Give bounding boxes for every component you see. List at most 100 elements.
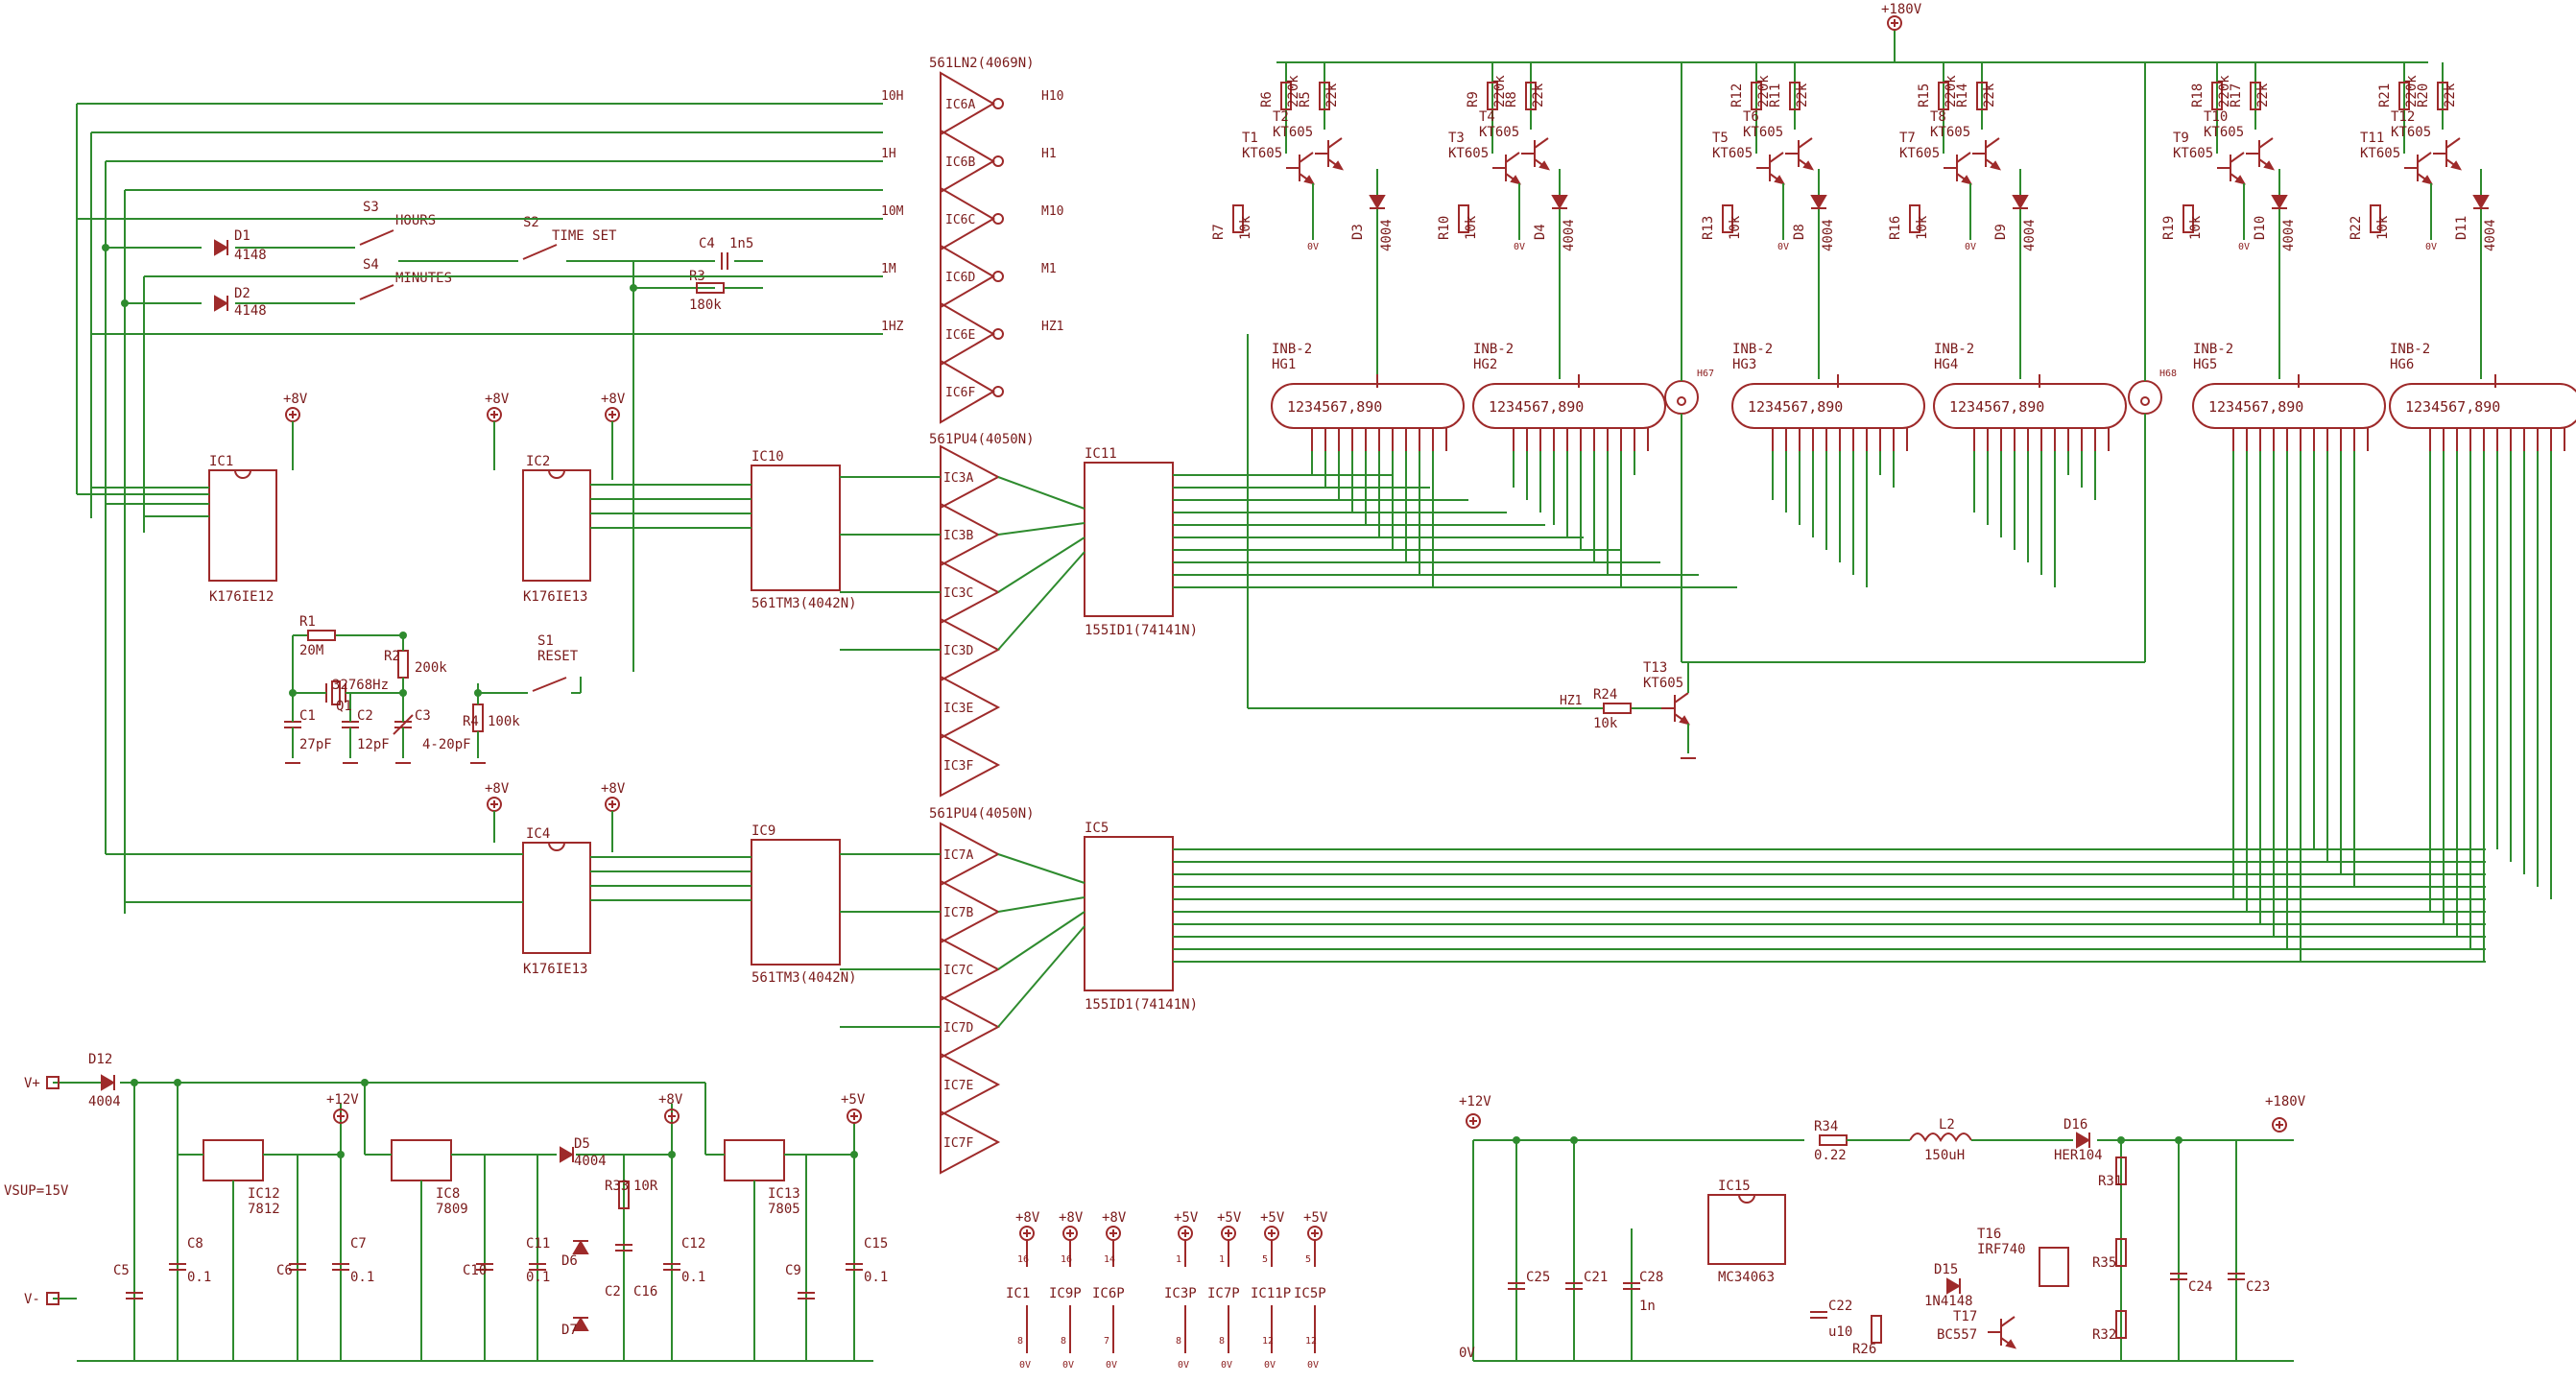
ic5-part: 155ID1(74141N) [1085,997,1198,1013]
d1-val: 4148 [234,248,267,263]
res-val: 10k [1464,215,1479,240]
res-val: 22k [1795,83,1810,107]
time-set-label: TIME SET [552,228,617,244]
res-val: 22k [1531,83,1546,107]
transistor [2216,152,2245,184]
tube-type: INB-2 [1934,342,1974,357]
ic11-part: 155ID1(74141N) [1085,623,1198,638]
ic6b-label: IC6B [945,155,975,170]
supply-ic-name: IC1 [1006,1286,1030,1301]
res-ref: R8 [1504,91,1519,107]
ic6-out-hz1: HZ1 [1041,320,1063,334]
ic3e-label: IC3E [943,702,973,716]
ic3f-label: IC3F [943,759,973,774]
ic6-inverters [940,72,1004,423]
hv-rail-label: +180V [1881,2,1922,17]
input-section [102,229,763,672]
transistor-part: KT605 [1930,125,1970,140]
tube-name: HG2 [1473,357,1497,372]
transistor-ref: T10 [2204,109,2228,125]
c22-val: u10 [1828,1324,1852,1340]
res-val: 220k [1286,75,1301,107]
tube-envelope [1271,383,1465,429]
d16-ref: D16 [2063,1117,2087,1133]
power-supply [46,1074,873,1362]
ic3c-label: IC3C [943,586,973,601]
d1-ref: D1 [234,228,250,244]
c4-ref: C4 [699,236,715,251]
c11-val: 0.1 [526,1270,550,1285]
res-val: 10k [1728,215,1743,240]
l2-ref: L2 [1939,1117,1955,1133]
ic1-counter [208,469,277,582]
gnd-label: 0V [1062,1360,1074,1371]
d2-val: 4148 [234,303,267,319]
c11-ref: C11 [526,1236,550,1252]
ic6c-label: IC6C [945,213,975,227]
c22-ref: C22 [1828,1299,1852,1314]
hours-label: HOURS [395,213,436,228]
transistor [1784,137,1813,170]
tube-type: INB-2 [1732,342,1773,357]
ic9-latch [751,839,841,966]
diode [1369,195,1386,209]
ic10-name: IC10 [751,449,784,465]
transistor [1285,152,1314,184]
counter-rails [285,407,620,852]
vss-pin: 8 [1017,1336,1023,1347]
c9-ref: C9 [785,1263,801,1278]
r32-ref: R32 [2092,1327,2116,1343]
r33-val: 10R [633,1179,658,1194]
ic7a-label: IC7A [943,848,973,863]
transistor [1971,137,2000,170]
res-val: 220k [1492,75,1508,107]
ic4-name: IC4 [526,826,550,842]
res-ref: R7 [1211,224,1227,240]
ic5-name: IC5 [1085,821,1109,836]
neon-h68: H68 [2159,369,2177,379]
t16-ref: T16 [1977,1227,2001,1242]
ic6f-label: IC6F [945,386,975,400]
transistor-ref: T7 [1899,131,1916,146]
res-val: 220k [2217,75,2232,107]
r33-ref: R33 [605,1179,629,1194]
r24-val: 10k [1593,716,1618,731]
c25-ref: C25 [1526,1270,1550,1285]
ic7d-label: IC7D [943,1021,973,1036]
ic6e-label: IC6E [945,328,975,343]
diode [2472,195,2490,209]
rail-symbol [1019,1226,1035,1241]
gnd-label: 0V [1965,242,1976,252]
supply-ic-name: IC3P [1164,1286,1197,1301]
transistor [1755,152,1784,184]
c4-val: 1n5 [729,236,753,251]
r1-val: 20M [299,643,323,658]
c1-val: 27pF [299,737,332,752]
supply-ic-name: IC6P [1092,1286,1125,1301]
ic6-out-m10: M10 [1041,204,1063,219]
vplus-label: V+ [24,1076,40,1091]
rail-5v: +5V [841,1092,866,1108]
d7-ref: D7 [561,1323,578,1338]
r26-ref: R26 [1852,1342,1876,1357]
ic6-in-1m: 1M [881,262,896,276]
transistor-ref: T11 [2360,131,2384,146]
c12-val: 0.1 [681,1270,705,1285]
rail-8v: +8V [658,1092,683,1108]
tube-digits: 1234567,890 [1949,398,2044,416]
r4-val: 100k [488,714,520,729]
res-ref: R16 [1888,216,1903,240]
ic15-name: IC15 [1718,1179,1751,1194]
res-ref: R5 [1298,91,1313,107]
tube-envelope [2389,383,2576,429]
ic13-name: IC13 [768,1186,800,1202]
supply-pins: +8VIC11680V+8VIC9P1680V+8VIC6P1470V+5VIC… [1006,1210,1328,1371]
c10-ref: C10 [463,1263,487,1278]
vss-pin: 12 [1305,1336,1317,1347]
